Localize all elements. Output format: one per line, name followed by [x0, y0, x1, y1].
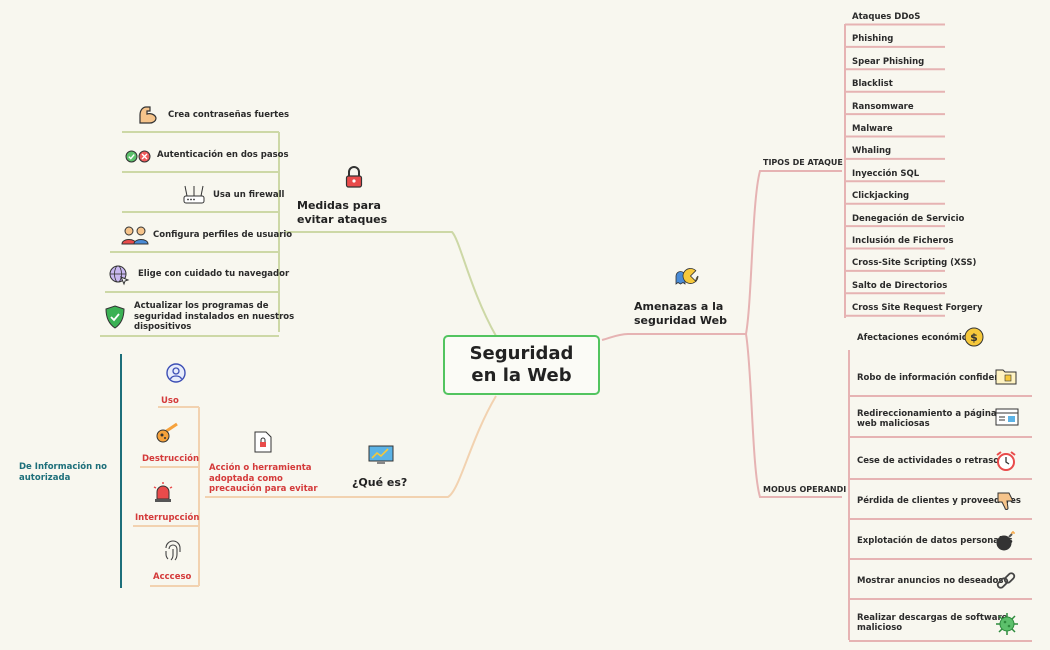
central-topic[interactable]: Seguridad en la Web [443, 335, 600, 395]
check-cross-icon [125, 148, 151, 167]
router-icon [182, 184, 206, 210]
folder-icon [995, 367, 1017, 389]
link-icon [995, 570, 1017, 596]
modus-operandi-item[interactable]: Redireccionamiento a páginas web malicio… [857, 409, 1002, 429]
medida-item-1[interactable]: Crea contraseñas fuertes [168, 110, 290, 120]
users-icon [121, 225, 149, 249]
branch-amenazas-title[interactable]: Amenazas a la seguridad Web [634, 300, 727, 327]
que-es-item-destruccion[interactable]: Destrucción [142, 454, 200, 464]
user-icon [166, 363, 186, 387]
branch-medidas-title[interactable]: Medidas para evitar ataques [297, 199, 388, 226]
que-es-definition[interactable]: Acción o herramienta adoptada como preca… [209, 463, 318, 494]
attack-type-item[interactable]: Phishing [852, 34, 894, 45]
dollar-coin-icon: $ [964, 327, 984, 351]
fingerprint-icon [163, 540, 183, 566]
medida-item-4[interactable]: Configura perfiles de usuario [153, 230, 293, 240]
shield-check-icon [105, 305, 125, 333]
modus-operandi-label[interactable]: MODUS OPERANDI [763, 485, 847, 494]
tipos-de-ataque-label[interactable]: TIPOS DE ATAQUE [763, 158, 843, 167]
que-es-source[interactable]: De Información no autorizada [19, 462, 108, 483]
globe-cursor-icon [108, 264, 130, 290]
alarm-clock-icon [995, 450, 1017, 476]
strong-arm-icon [137, 104, 159, 130]
webpage-icon [995, 408, 1019, 430]
padlock-icon [345, 166, 363, 192]
pacman-ghost-icon [674, 267, 700, 291]
alarm-siren-icon [152, 481, 174, 507]
attack-type-item[interactable]: Whaling [852, 146, 892, 157]
attack-type-item[interactable]: Blacklist [852, 79, 893, 90]
attack-type-item[interactable]: Inyección SQL [852, 168, 920, 179]
modus-operandi-item[interactable]: Afectaciones económicas [857, 333, 978, 343]
attack-type-item[interactable]: Ataques DDoS [852, 12, 921, 22]
medida-item-3[interactable]: Usa un firewall [213, 190, 285, 200]
attack-type-item[interactable]: Denegación de Servicio [852, 213, 965, 224]
bomb-icon [995, 530, 1017, 556]
que-es-item-uso[interactable]: Uso [161, 396, 179, 406]
comet-icon [155, 422, 179, 448]
locked-document-icon [254, 431, 272, 457]
attack-type-item[interactable]: Ransomware [852, 101, 914, 112]
thumbs-down-icon [995, 490, 1017, 516]
modus-operandi-item[interactable]: Mostrar anuncios no deseados [857, 576, 1004, 586]
medida-item-2[interactable]: Autenticación en dos pasos [157, 150, 289, 160]
attack-type-item[interactable]: Clickjacking [852, 191, 910, 202]
modus-operandi-item[interactable]: Pérdida de clientes y proveedores [857, 496, 1021, 506]
modus-operandi-item[interactable]: Cese de actividades o retrasos [857, 456, 1005, 466]
que-es-item-acceso[interactable]: Accceso [153, 572, 192, 582]
attack-type-item[interactable]: Cross-Site Scripting (XSS) [852, 258, 977, 269]
branch-que-es-title[interactable]: ¿Qué es? [352, 476, 408, 489]
modus-operandi-item[interactable]: Robo de información confidencial [857, 373, 1017, 383]
attack-type-item[interactable]: Salto de Directorios [852, 280, 948, 291]
attack-type-item[interactable]: Cross Site Request Forgery [852, 303, 983, 314]
attack-type-item[interactable]: Spear Phishing [852, 56, 925, 67]
medida-item-5[interactable]: Elige con cuidado tu navegador [138, 269, 290, 279]
attack-type-item[interactable]: Malware [852, 124, 893, 134]
monitor-chart-icon [368, 445, 394, 469]
modus-operandi-item[interactable]: Realizar descargas de software malicioso [857, 613, 1008, 633]
virus-icon [995, 612, 1019, 640]
modus-operandi-item[interactable]: Explotación de datos personales [857, 536, 1013, 546]
attack-type-item[interactable]: Inclusión de Ficheros [852, 236, 954, 246]
svg-text:$: $ [970, 331, 978, 344]
que-es-item-interrupcion[interactable]: Interrupcción [135, 513, 200, 523]
medida-item-6[interactable]: Actualizar los programas de seguridad in… [134, 301, 295, 332]
